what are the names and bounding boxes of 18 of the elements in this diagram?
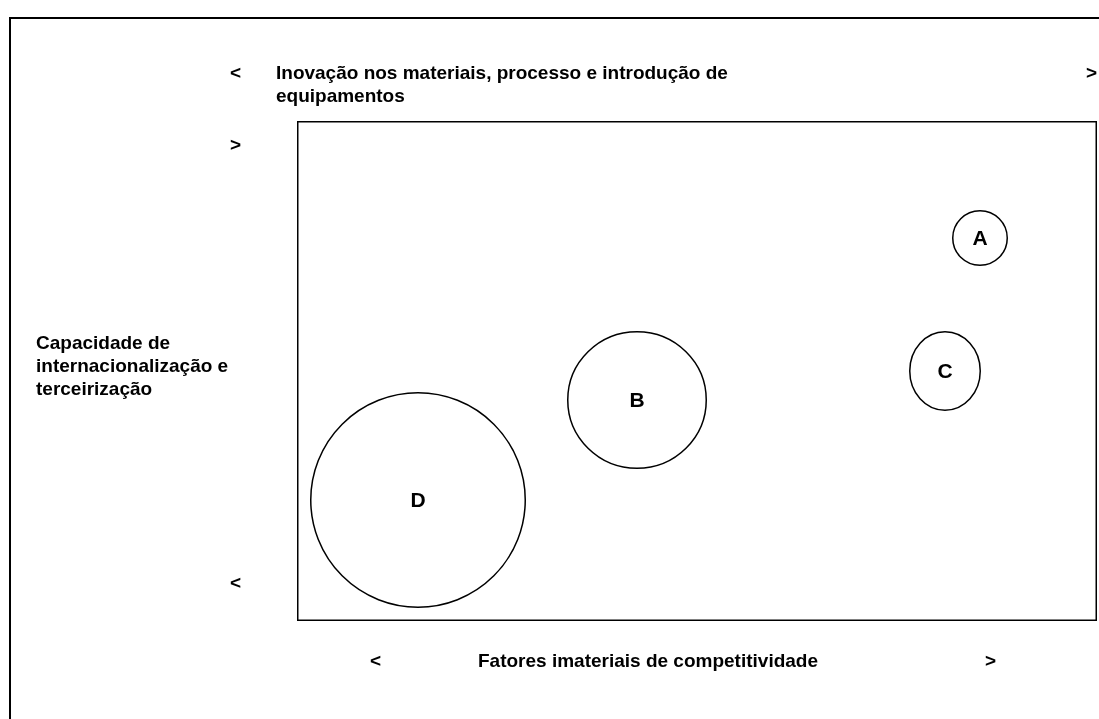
axis-arrow-symbol: < <box>230 61 243 84</box>
axis-arrow-symbol: < <box>370 649 383 672</box>
axis-arrow-symbol: < <box>230 571 243 594</box>
bubble <box>952 210 1008 266</box>
bubble <box>567 331 707 469</box>
plot-area <box>297 121 1097 621</box>
axis-arrow-symbol: > <box>230 133 243 156</box>
axis-title: Inovação nos materiais, processo e introdução de equipamentos <box>276 61 729 107</box>
bubble <box>310 392 526 608</box>
axis-arrow-symbol: > <box>985 649 998 672</box>
axis-title: Fatores imateriais de competitividade <box>478 649 819 672</box>
bubble <box>909 331 981 411</box>
bubble-label: D <box>410 488 426 512</box>
bubble-label: C <box>937 359 953 383</box>
axis-title: Capacidade de internacionalização e terceirização <box>36 331 230 400</box>
axis-arrow-symbol: > <box>1086 61 1098 84</box>
bubble-label: B <box>629 388 645 412</box>
bubble-label: A <box>972 226 988 250</box>
